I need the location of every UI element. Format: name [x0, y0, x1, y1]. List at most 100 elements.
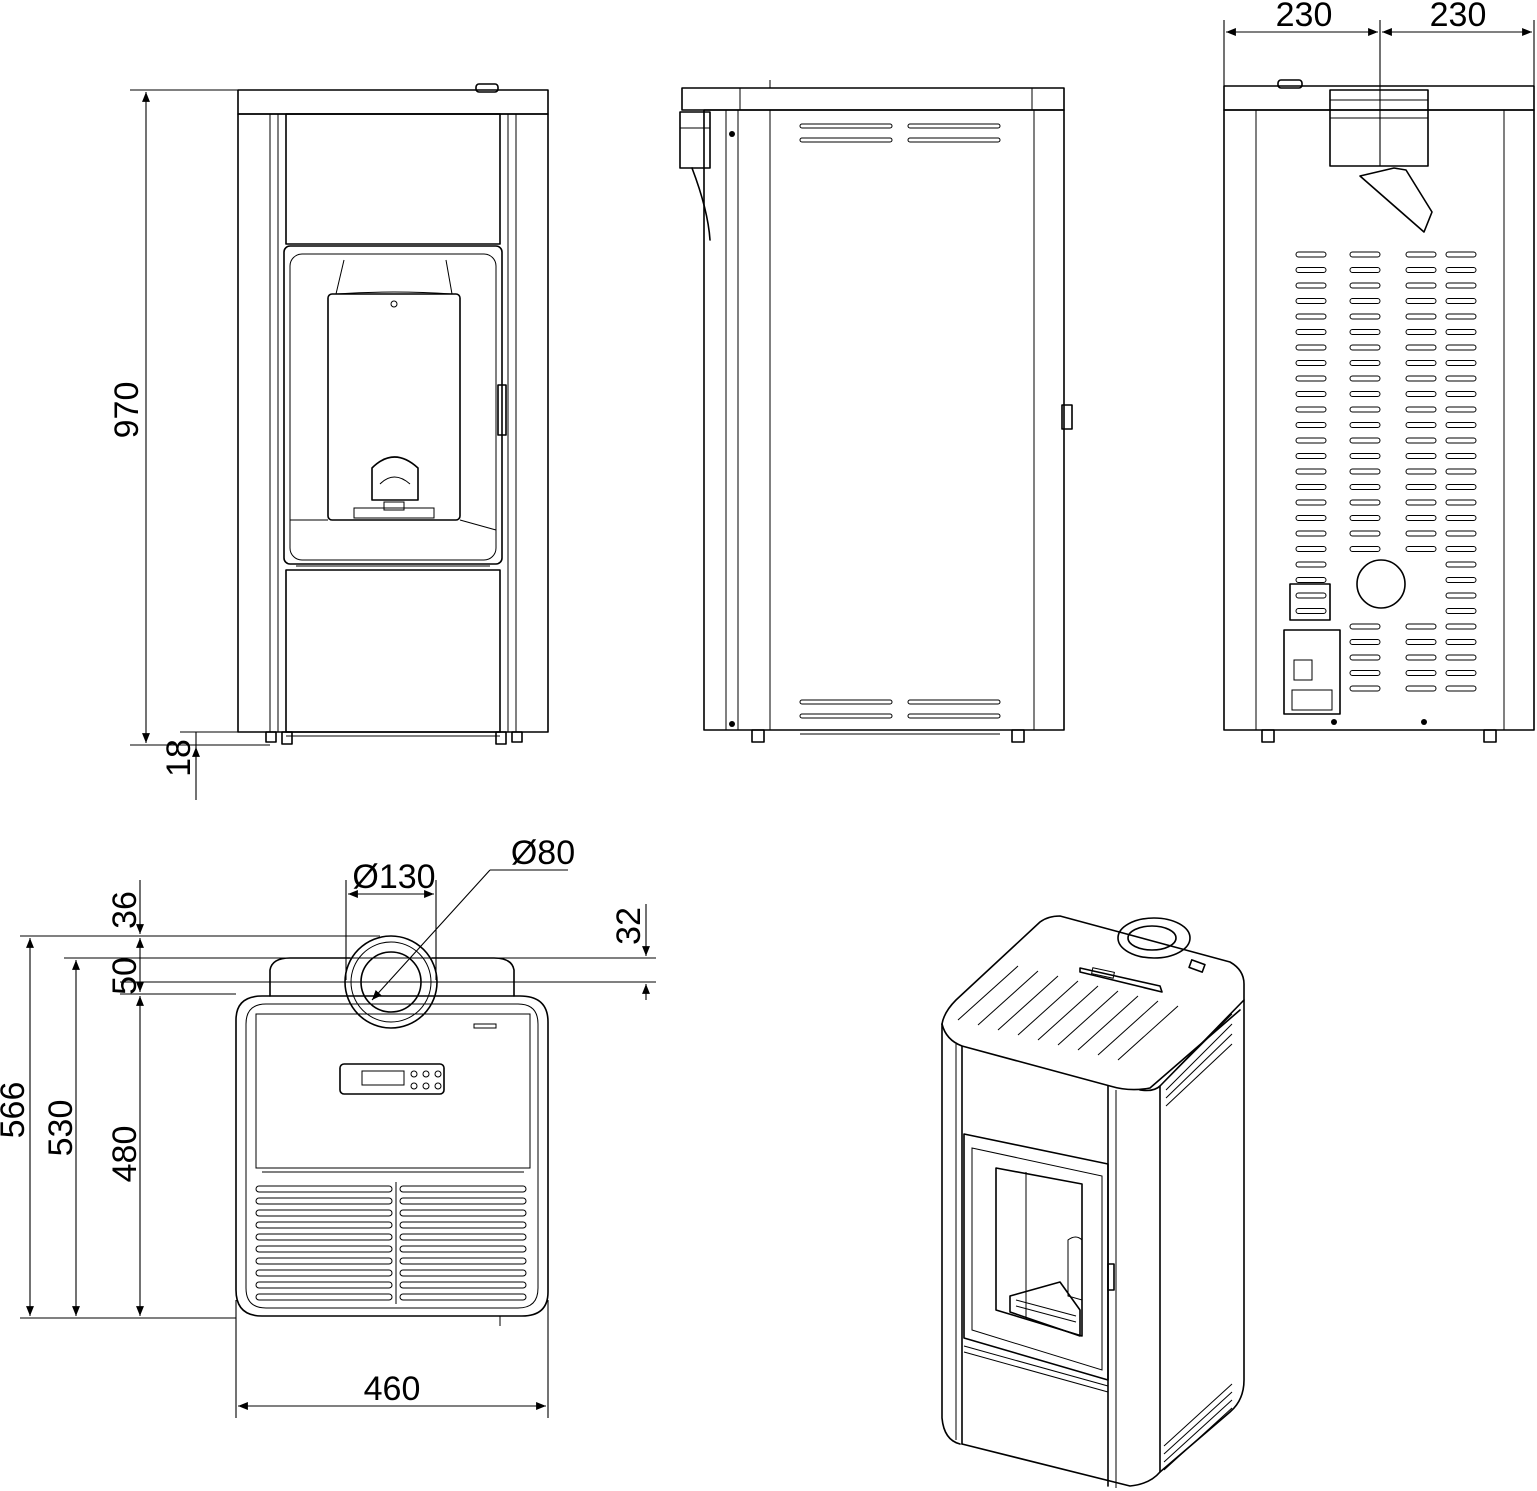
vent-slot	[1295, 282, 1327, 289]
vent-slot	[1349, 530, 1381, 537]
vent-slot	[1349, 313, 1381, 320]
vent-slot	[1405, 282, 1437, 289]
top-view	[235, 935, 549, 1326]
rear-view	[1223, 79, 1535, 743]
vent-slot	[1405, 329, 1437, 335]
vent-slot	[1295, 391, 1327, 397]
vent-slot	[1349, 267, 1381, 273]
grille-slat	[255, 1221, 393, 1229]
vent-slot	[1405, 375, 1437, 382]
vent-slot	[1445, 391, 1477, 397]
grille-slat	[399, 1257, 527, 1265]
rear-230-right-label: 230	[1430, 0, 1487, 34]
top-slat	[1057, 990, 1119, 1046]
grille-slat	[255, 1209, 393, 1217]
vent-slot	[1349, 468, 1381, 475]
width-460-label: 460	[364, 1370, 421, 1408]
isometric-view	[941, 915, 1245, 1488]
vent-slot	[1445, 375, 1477, 382]
vent-slot	[1405, 422, 1437, 428]
vent-slot	[1295, 437, 1327, 444]
depth-480-label: 480	[106, 1126, 144, 1183]
vent-slot	[1349, 360, 1381, 366]
vent-slot	[1295, 577, 1327, 583]
plan-dimensions: Ø130 Ø80 36 32 50 566 530 480 460	[0, 834, 656, 1418]
rear-230-left-label: 230	[1276, 0, 1333, 34]
top-slat	[957, 965, 1019, 1021]
vent-slot	[1405, 267, 1437, 273]
vent-slot	[1295, 267, 1327, 273]
vent-slot	[1445, 344, 1477, 351]
depth-566-label: 566	[0, 1082, 32, 1139]
vent-slot	[1405, 654, 1437, 661]
grille-slat	[399, 1185, 527, 1193]
vent-slot	[1349, 639, 1381, 645]
vent-slot	[1405, 360, 1437, 366]
grille-slat	[255, 1269, 393, 1277]
vent-slot	[1295, 422, 1327, 428]
vent-slot	[1445, 406, 1477, 413]
top-slat	[1097, 1000, 1159, 1056]
vent-slot	[1349, 546, 1381, 552]
offset-32-label: 32	[610, 907, 648, 945]
vent-slot	[1349, 422, 1381, 428]
vent-slot	[1445, 608, 1477, 614]
grille-slat	[255, 1233, 393, 1241]
vent-slot	[1349, 251, 1381, 258]
vent-slot	[1405, 406, 1437, 413]
vent-slot	[1445, 670, 1477, 676]
vent-slot	[1405, 546, 1437, 552]
vent-slot	[1405, 685, 1437, 692]
depth-530-label: 530	[42, 1100, 80, 1157]
grille-slat	[399, 1269, 527, 1277]
grille-slat	[399, 1293, 527, 1301]
top-slat	[1117, 1005, 1179, 1061]
vent-slot	[1405, 484, 1437, 490]
side-view	[679, 80, 1073, 743]
vent-slot	[1445, 329, 1477, 335]
vent-slot	[1349, 437, 1381, 444]
height-970-label: 970	[108, 382, 146, 439]
grille-slat	[399, 1209, 527, 1217]
vent-slot	[1405, 344, 1437, 351]
vent-slot	[1405, 639, 1437, 645]
grille-slat	[399, 1245, 527, 1253]
vent-slot	[1349, 515, 1381, 521]
vent-slot	[1295, 592, 1327, 599]
vent-slot	[1405, 623, 1437, 630]
vent-slot	[1295, 515, 1327, 521]
grille-slat	[399, 1233, 527, 1241]
vent-slot	[1295, 608, 1327, 614]
grille-slat	[255, 1197, 393, 1205]
vent-slot	[1295, 530, 1327, 537]
vent-slot	[1295, 406, 1327, 413]
vent-slot	[1445, 267, 1477, 273]
vent-slot	[1349, 453, 1381, 459]
vent-slot	[1445, 685, 1477, 692]
vent-slot	[1445, 499, 1477, 506]
vent-slot	[1295, 313, 1327, 320]
rear-vent-grid	[1295, 251, 1477, 692]
vent-slot	[1445, 282, 1477, 289]
top-slat	[1017, 980, 1079, 1036]
air-diameter-label: Ø80	[511, 834, 575, 872]
vent-slot	[1295, 360, 1327, 366]
vent-slot	[1349, 484, 1381, 490]
vent-slot	[1405, 251, 1437, 258]
vent-slot	[1349, 282, 1381, 289]
vent-slot	[1445, 468, 1477, 475]
grille-slat	[255, 1293, 393, 1301]
vent-slot	[1445, 298, 1477, 304]
top-slat	[977, 970, 1039, 1026]
offset-36-label: 36	[106, 891, 144, 929]
feet-18-label: 18	[160, 739, 198, 777]
vent-slot	[1295, 561, 1327, 568]
vent-slot	[1349, 344, 1381, 351]
vent-slot	[1349, 391, 1381, 397]
vent-slot	[1445, 360, 1477, 366]
vent-slot	[1349, 685, 1381, 692]
vent-slot	[1445, 561, 1477, 568]
vent-slot	[1445, 592, 1477, 599]
grille-slat	[399, 1221, 527, 1229]
